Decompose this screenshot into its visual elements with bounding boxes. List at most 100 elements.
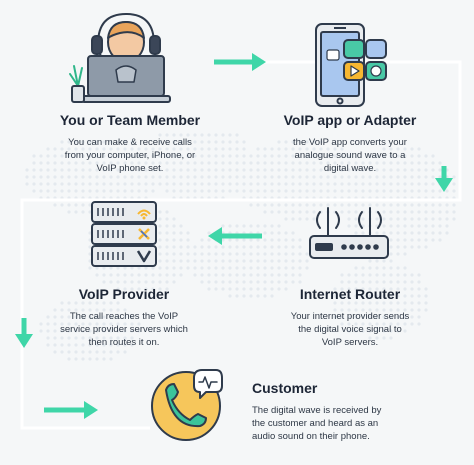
map-dot <box>438 189 442 193</box>
step-description-line: analogue sound wave to a <box>294 150 406 161</box>
step-description-line: digital wave. <box>323 163 377 174</box>
map-dot <box>305 203 309 207</box>
map-dot <box>172 140 176 144</box>
map-dot <box>123 140 127 144</box>
map-dot <box>228 273 232 277</box>
map-dot <box>249 266 253 270</box>
map-dot <box>60 315 64 319</box>
map-dot <box>403 329 407 333</box>
map-dot <box>417 161 421 165</box>
step-description-line: the VoIP app converts your <box>293 137 407 148</box>
map-dot <box>207 133 211 137</box>
map-dot <box>74 161 78 165</box>
map-dot <box>137 182 141 186</box>
map-dot <box>32 189 36 193</box>
map-dot <box>375 231 379 235</box>
map-dot <box>396 245 400 249</box>
arrow-down-icon <box>15 318 33 348</box>
step-title: VoIP Provider <box>78 286 170 302</box>
map-dot <box>102 343 106 347</box>
step-description-line: VoIP phone set. <box>96 163 164 174</box>
map-dot <box>368 175 372 179</box>
map-dot <box>242 168 246 172</box>
map-dot <box>298 147 302 151</box>
map-dot <box>284 273 288 277</box>
step-title: Internet Router <box>299 286 401 302</box>
map-dot <box>298 161 302 165</box>
map-dot <box>228 161 232 165</box>
map-dot <box>270 259 274 263</box>
map-dot <box>102 182 106 186</box>
server-stack-icon <box>91 201 157 267</box>
map-dot <box>249 245 253 249</box>
map-dot <box>207 280 211 284</box>
map-dot <box>214 147 218 151</box>
map-dot <box>144 266 148 270</box>
map-dot <box>445 224 449 228</box>
map-dot <box>298 273 302 277</box>
map-dot <box>277 245 281 249</box>
map-dot <box>165 189 169 193</box>
map-dot <box>172 189 176 193</box>
map-dot <box>109 168 113 172</box>
map-dot <box>53 189 57 193</box>
map-dot <box>88 154 92 158</box>
map-dot <box>410 217 414 221</box>
map-dot <box>109 147 113 151</box>
map-dot <box>88 245 92 249</box>
map-dot <box>109 329 113 333</box>
map-dot <box>305 161 309 165</box>
map-dot <box>410 182 414 186</box>
map-dot <box>116 315 120 319</box>
map-dot <box>109 308 113 312</box>
map-dot <box>284 266 288 270</box>
map-dot <box>361 161 365 165</box>
wifi-icon <box>137 209 151 220</box>
map-dot <box>109 343 113 347</box>
map-dot <box>347 322 351 326</box>
map-dot <box>452 189 456 193</box>
map-dot <box>172 161 176 165</box>
map-dot <box>102 161 106 165</box>
map-dot <box>410 231 414 235</box>
map-dot <box>158 245 162 249</box>
map-dot <box>109 140 113 144</box>
map-dot <box>284 140 288 144</box>
map-dot <box>263 182 267 186</box>
map-dot <box>277 154 281 158</box>
map-dot <box>410 189 414 193</box>
map-dot <box>179 231 183 235</box>
map-dot <box>165 259 169 263</box>
map-dot <box>172 154 176 158</box>
map-dot <box>130 140 134 144</box>
map-dot <box>452 217 456 221</box>
map-dot <box>256 294 260 298</box>
map-dot <box>186 140 190 144</box>
map-dot <box>389 245 393 249</box>
map-dot <box>81 203 85 207</box>
map-dot <box>123 280 127 284</box>
map-dot <box>417 280 421 284</box>
map-dot <box>256 168 260 172</box>
map-dot <box>81 154 85 158</box>
arrow-down-icon <box>435 166 453 192</box>
map-dot <box>403 238 407 242</box>
map-dot <box>291 210 295 214</box>
map-dot <box>109 273 113 277</box>
map-dot <box>95 294 99 298</box>
map-dot <box>319 203 323 207</box>
map-dot <box>151 266 155 270</box>
map-dot <box>221 259 225 263</box>
map-dot <box>263 231 267 235</box>
map-dot <box>249 182 253 186</box>
map-dot <box>431 189 435 193</box>
map-dot <box>368 336 372 340</box>
map-dot <box>277 252 281 256</box>
map-dot <box>431 238 435 242</box>
map-dot <box>172 238 176 242</box>
map-dot <box>151 287 155 291</box>
map-dot <box>242 273 246 277</box>
map-dot <box>361 273 365 277</box>
map-dot <box>67 322 71 326</box>
map-dot <box>193 140 197 144</box>
